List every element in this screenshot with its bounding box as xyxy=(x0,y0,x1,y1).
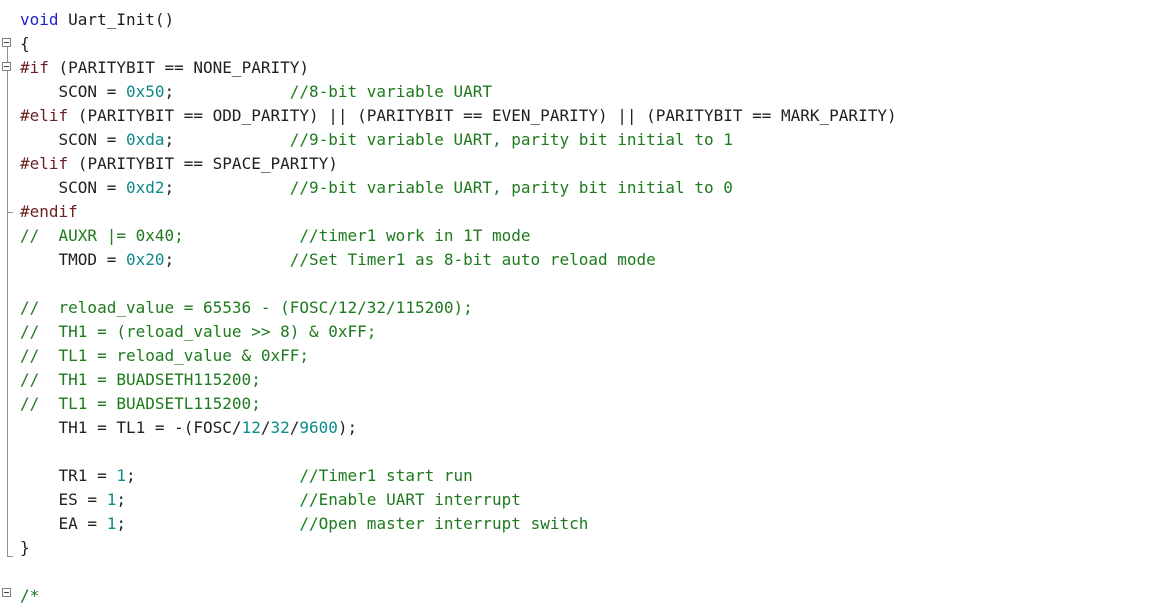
fold-end-marker xyxy=(7,212,13,213)
code-line[interactable]: // TH1 = (reload_value >> 8) & 0xFF; xyxy=(20,320,1153,344)
code-line[interactable]: EA = 1; //Open master interrupt switch xyxy=(20,512,1153,536)
fold-collapse-icon[interactable] xyxy=(2,588,11,597)
code-line[interactable]: TMOD = 0x20; //Set Timer1 as 8-bit auto … xyxy=(20,248,1153,272)
code-token: / xyxy=(260,418,271,437)
code-token: ; xyxy=(164,130,290,149)
code-token: /* xyxy=(20,586,40,605)
code-token: #endif xyxy=(20,202,78,221)
code-token: ; xyxy=(164,250,290,269)
code-token: //9-bit variable UART, parity bit initia… xyxy=(289,130,733,149)
code-token: 32 xyxy=(270,418,290,437)
code-token: 1 xyxy=(106,514,117,533)
code-line[interactable]: // TL1 = reload_value & 0xFF; xyxy=(20,344,1153,368)
code-line[interactable]: void Uart_Init() xyxy=(20,8,1153,32)
code-token: // TL1 = BUADSETL115200; xyxy=(20,394,261,413)
code-token: // AUXR |= 0x40; //timer1 work in 1T mod… xyxy=(20,226,531,245)
code-token: // TH1 = (reload_value >> 8) & 0xFF; xyxy=(20,322,377,341)
code-token: //Open master interrupt switch xyxy=(299,514,589,533)
code-token: // TH1 = BUADSETH115200; xyxy=(20,370,261,389)
code-token: //8-bit variable UART xyxy=(289,82,493,101)
code-line[interactable]: TR1 = 1; //Timer1 start run xyxy=(20,464,1153,488)
code-line[interactable]: { xyxy=(20,32,1153,56)
code-line[interactable]: #elif (PARITYBIT == SPACE_PARITY) xyxy=(20,152,1153,176)
code-line[interactable]: SCON = 0xda; //9-bit variable UART, pari… xyxy=(20,128,1153,152)
code-token: 0x20 xyxy=(125,250,165,269)
code-token: // reload_value = 65536 - (FOSC/12/32/11… xyxy=(20,298,473,317)
code-token: (PARITYBIT == SPACE_PARITY) xyxy=(68,154,338,173)
code-line[interactable]: #if (PARITYBIT == NONE_PARITY) xyxy=(20,56,1153,80)
code-line[interactable]: // TH1 = BUADSETH115200; xyxy=(20,368,1153,392)
code-token: void xyxy=(20,10,59,29)
code-token: ES = xyxy=(20,490,107,509)
code-token: //9-bit variable UART, parity bit initia… xyxy=(289,178,733,197)
code-token: Uart_Init() xyxy=(58,10,175,29)
code-line[interactable]: TH1 = TL1 = -(FOSC/12/32/9600); xyxy=(20,416,1153,440)
code-token: SCON = xyxy=(20,178,126,197)
code-token: 12 xyxy=(241,418,261,437)
code-token: // TL1 = reload_value & 0xFF; xyxy=(20,346,309,365)
code-token: { xyxy=(20,34,30,53)
code-token: ; xyxy=(164,82,290,101)
fold-end-marker xyxy=(7,556,13,557)
code-token: EA = xyxy=(20,514,107,533)
code-token: (PARITYBIT == NONE_PARITY) xyxy=(48,58,309,77)
code-token: 0xda xyxy=(125,130,165,149)
code-token: ; xyxy=(164,178,290,197)
code-token: ); xyxy=(337,418,358,437)
code-token: TH1 = TL1 = -(FOSC/ xyxy=(20,418,242,437)
code-token: 0xd2 xyxy=(125,178,165,197)
code-token: (PARITYBIT == ODD_PARITY) || (PARITYBIT … xyxy=(68,106,897,125)
code-line[interactable]: /* xyxy=(20,584,1153,608)
code-token: SCON = xyxy=(20,82,126,101)
code-token: / xyxy=(289,418,300,437)
code-token: 1 xyxy=(116,466,126,485)
code-token: //Set Timer1 as 8-bit auto reload mode xyxy=(289,250,656,269)
code-area[interactable]: void Uart_Init() { #if (PARITYBIT == NONE_… xyxy=(20,8,1153,608)
fold-gutter xyxy=(0,0,18,597)
code-line[interactable]: } xyxy=(20,536,1153,560)
code-token: 0x50 xyxy=(125,82,165,101)
code-line[interactable]: // reload_value = 65536 - (FOSC/12/32/11… xyxy=(20,296,1153,320)
code-line[interactable]: SCON = 0xd2; //9-bit variable UART, pari… xyxy=(20,176,1153,200)
code-line[interactable]: ES = 1; //Enable UART interrupt xyxy=(20,488,1153,512)
code-token: } xyxy=(20,538,30,557)
code-line[interactable] xyxy=(20,440,1153,464)
code-token: SCON = xyxy=(20,130,126,149)
code-token: TMOD = xyxy=(20,250,126,269)
code-token: //Timer1 start run xyxy=(299,466,473,485)
fold-collapse-icon[interactable] xyxy=(2,38,11,47)
code-line[interactable]: #endif xyxy=(20,200,1153,224)
code-token: //Enable UART interrupt xyxy=(299,490,521,509)
code-token: ; xyxy=(116,490,300,509)
code-token: #if xyxy=(20,58,49,77)
code-token: #elif xyxy=(20,106,69,125)
code-line[interactable]: #elif (PARITYBIT == ODD_PARITY) || (PARI… xyxy=(20,104,1153,128)
code-token: #elif xyxy=(20,154,69,173)
code-token: 1 xyxy=(106,490,117,509)
code-line[interactable]: SCON = 0x50; //8-bit variable UART xyxy=(20,80,1153,104)
code-token: ; xyxy=(125,466,300,485)
code-token: ; xyxy=(116,514,300,533)
code-line[interactable] xyxy=(20,272,1153,296)
fold-collapse-icon[interactable] xyxy=(2,62,11,71)
code-line[interactable]: // AUXR |= 0x40; //timer1 work in 1T mod… xyxy=(20,224,1153,248)
code-token: TR1 = xyxy=(20,466,117,485)
code-line[interactable] xyxy=(20,560,1153,584)
fold-guide-line xyxy=(7,47,8,557)
code-line[interactable]: // TL1 = BUADSETL115200; xyxy=(20,392,1153,416)
code-token: 9600 xyxy=(299,418,338,437)
